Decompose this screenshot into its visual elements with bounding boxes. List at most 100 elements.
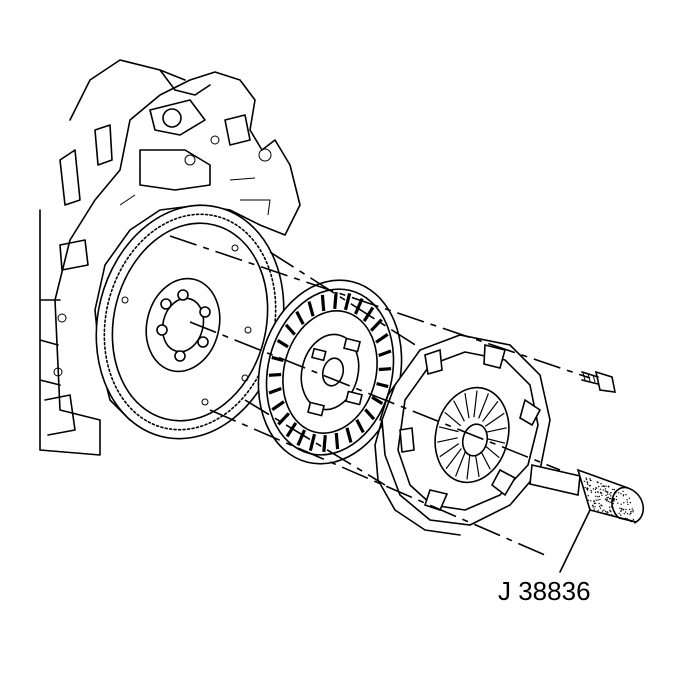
diaphragm-finger xyxy=(484,412,505,427)
tool-stipple-dot xyxy=(615,492,617,494)
tool-stipple-dot xyxy=(623,513,625,515)
tool-stipple-dot xyxy=(623,502,625,504)
tool-stipple-dot xyxy=(597,499,599,501)
tool-stipple-dot xyxy=(632,518,635,520)
tool-stipple-dot xyxy=(612,502,614,505)
tool-stipple-dot xyxy=(614,491,616,493)
tool-stipple-dot xyxy=(613,488,615,491)
tool-stipple-dot xyxy=(587,495,589,497)
friction-slot xyxy=(268,386,282,395)
diaphragm-finger xyxy=(482,400,499,422)
tool-stipple-dot xyxy=(599,498,601,501)
friction-slot xyxy=(308,433,317,451)
pressure-plate xyxy=(374,334,551,536)
tool-stipple-dot xyxy=(594,488,597,491)
tool-stipple-dot xyxy=(606,493,609,495)
tool-stipple-dot xyxy=(597,481,599,484)
friction-slot xyxy=(375,333,389,344)
tool-stipple-dot xyxy=(600,491,602,494)
tool-stipple-dot xyxy=(599,505,601,508)
tool-stipple-dot xyxy=(593,500,595,502)
tool-stipple-dot xyxy=(606,511,609,513)
tool-stipple-dot xyxy=(601,485,603,487)
friction-slot xyxy=(378,367,392,372)
tool-stipple-dot xyxy=(586,481,588,483)
tool-stipple-dot xyxy=(626,501,629,503)
tool-stipple-dot xyxy=(627,503,629,506)
diaphragm-finger xyxy=(454,451,466,477)
friction-slot xyxy=(369,318,383,332)
tool-stipple-dot xyxy=(597,509,599,512)
diaphragm-finger xyxy=(445,448,462,470)
tool-stipple-dot xyxy=(597,496,599,498)
friction-slot xyxy=(276,339,289,349)
tool-stipple-dot xyxy=(598,495,600,498)
tool-stipple-dot xyxy=(599,488,602,490)
tool-stipple-dot xyxy=(605,512,608,514)
tool-stipple-dot xyxy=(610,501,613,503)
tool-stipple-dot xyxy=(594,506,596,508)
tool-stipple-dot xyxy=(601,492,603,494)
tool-stipple-dot xyxy=(617,516,619,518)
tool-stipple-dot xyxy=(590,500,592,502)
tool-stipple-dot xyxy=(631,520,633,523)
tool-stipple-dot xyxy=(589,484,591,487)
friction-slot xyxy=(343,293,352,311)
tool-stipple-dot xyxy=(592,506,594,508)
tool-stipple-dot xyxy=(615,516,617,518)
tool-stipple-dot xyxy=(586,489,589,491)
tool-stipple-dot xyxy=(595,487,597,489)
diaphragm-finger xyxy=(438,426,459,433)
tool-stipple-dot xyxy=(618,492,620,494)
tool-stipple-dot xyxy=(620,514,622,516)
diaphragm-finger xyxy=(485,437,506,444)
tool-stipple-dot xyxy=(593,508,595,510)
tool-stipple-dot xyxy=(589,479,592,481)
diaphragm-finger xyxy=(439,443,460,458)
alignment-lines xyxy=(169,235,591,556)
tool-stipple-dot xyxy=(620,493,622,495)
friction-slot xyxy=(285,422,298,438)
tool-stipple-dot xyxy=(630,512,632,514)
tool-stipple-dot xyxy=(609,509,611,511)
tool-stipple-dot xyxy=(634,522,636,524)
tool-stipple-dot xyxy=(608,506,611,508)
tool-stipple-dot xyxy=(613,498,616,500)
friction-slot xyxy=(378,349,392,358)
friction-slot xyxy=(333,292,338,310)
tool-stipple-dot xyxy=(619,507,621,509)
tool-stipple-dot xyxy=(587,499,590,501)
friction-slot xyxy=(364,408,376,421)
tool-stipple-dot xyxy=(622,490,624,493)
engine-block xyxy=(39,59,301,456)
tool-stipple-dot xyxy=(593,502,596,505)
tool-stipple-dot xyxy=(628,508,631,511)
tool-stipple-dot xyxy=(630,520,632,523)
tool-stipple-dot xyxy=(592,488,595,490)
friction-slot xyxy=(296,429,307,447)
tool-stipple-dot xyxy=(624,511,627,513)
tool-stipple-dot xyxy=(598,485,600,488)
tool-stipple-dot xyxy=(626,513,629,515)
tool-stipple-dot xyxy=(604,498,607,500)
friction-slot xyxy=(355,419,365,434)
friction-slot xyxy=(376,382,389,389)
tool-stipple-dot xyxy=(605,510,607,513)
tool-stipple-dot xyxy=(612,500,614,502)
tool-stipple-dot xyxy=(599,507,602,509)
tool-stipple-dot xyxy=(609,501,611,503)
tool-stipple-dot xyxy=(585,477,587,479)
tool-stipple-dot xyxy=(618,512,620,514)
tool-stipple-dot xyxy=(620,509,623,511)
tool-stipple-dot xyxy=(609,493,611,495)
pressure-plate-bolt xyxy=(581,370,617,393)
tool-stipple-dot xyxy=(622,508,624,510)
tool-stipple-dot xyxy=(630,510,632,513)
tool-stipple-dot xyxy=(615,498,618,501)
friction-slot xyxy=(295,310,305,325)
tool-stipple-dot xyxy=(626,518,628,520)
tool-stipple-dot xyxy=(606,498,608,500)
tool-stipple-dot xyxy=(600,483,602,485)
tool-stipple-dot xyxy=(601,510,604,512)
